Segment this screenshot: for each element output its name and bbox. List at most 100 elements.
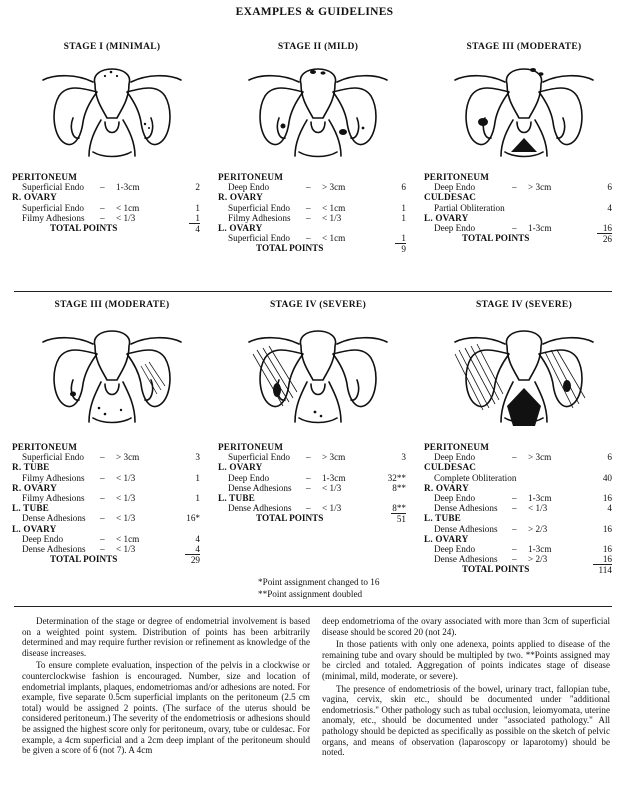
- row-label: Deep Endo: [22, 534, 63, 544]
- points-value: 1: [195, 473, 200, 483]
- footnote: *Point assignment changed to 16: [258, 576, 379, 588]
- score-table: PERITONEUM Superficial Endo – 1-3cm 2 R. OVAR…: [12, 172, 212, 233]
- criterion: 1-3cm: [528, 544, 551, 554]
- separator-dash: –: [512, 554, 517, 564]
- criterion: < 1cm: [322, 233, 345, 243]
- row-label: L. OVARY: [218, 462, 263, 472]
- criterion: > 3cm: [322, 452, 345, 462]
- separator-dash: –: [100, 213, 105, 223]
- separator-dash: –: [512, 503, 517, 513]
- points-value: 1: [401, 233, 406, 243]
- criterion: > 3cm: [528, 452, 551, 462]
- points-value: 4: [195, 544, 200, 554]
- row-label: Superficial Endo: [228, 203, 290, 213]
- points-value: 8**: [392, 503, 406, 513]
- section-heading: CULDESAC: [424, 192, 624, 202]
- section-heading: L. OVARY: [424, 534, 624, 544]
- row-label: Superficial Endo: [22, 203, 84, 213]
- points-value: 2: [195, 182, 200, 192]
- section-heading: L. OVARY: [218, 223, 418, 233]
- row-label: Deep Endo: [434, 223, 475, 233]
- points-value: 3: [401, 452, 406, 462]
- separator-dash: –: [512, 452, 517, 462]
- criterion: 1-3cm: [116, 182, 139, 192]
- row-label: Deep Endo: [434, 544, 475, 554]
- points-value: 4: [607, 203, 612, 213]
- pelvic-organs-illustration: [37, 56, 187, 166]
- row-label: PERITONEUM: [218, 442, 283, 452]
- criterion: < 1/3: [116, 513, 135, 523]
- separator-dash: –: [512, 493, 517, 503]
- separator-dash: –: [306, 203, 311, 213]
- separator-dash: –: [306, 213, 311, 223]
- row-label: Dense Adhesions: [228, 483, 292, 493]
- points-value: 4: [607, 503, 612, 513]
- row-label: Dense Adhesions: [434, 554, 498, 564]
- points-value: 1: [195, 203, 200, 213]
- criterion: > 2/3: [528, 554, 547, 564]
- criterion: > 3cm: [116, 452, 139, 462]
- separator-dash: –: [100, 544, 105, 554]
- footnotes: *Point assignment changed to 16 **Point …: [258, 576, 379, 600]
- paragraph: deep endometrioma of the ovary associate…: [322, 616, 610, 637]
- row-label: TOTAL POINTS: [462, 564, 529, 574]
- separator-dash: –: [306, 182, 311, 192]
- section-heading: PERITONEUM: [12, 172, 212, 182]
- separator-dash: –: [100, 473, 105, 483]
- points-value: 9: [395, 243, 406, 254]
- explanatory-text-left: Determination of the stage or degree of …: [22, 616, 310, 758]
- row-label: PERITONEUM: [218, 172, 283, 182]
- row-label: L. OVARY: [424, 213, 469, 223]
- points-value: 4: [195, 534, 200, 544]
- section-heading: L. TUBE: [424, 513, 624, 523]
- row-label: Dense Adhesions: [228, 503, 292, 513]
- separator-dash: –: [100, 534, 105, 544]
- section-heading: PERITONEUM: [424, 172, 624, 182]
- criterion: < 1/3: [116, 544, 135, 554]
- paragraph: To ensure complete evaluation, inspectio…: [22, 660, 310, 755]
- pelvic-organs-illustration: [449, 314, 599, 436]
- criterion: < 1/3: [528, 503, 547, 513]
- row-label: Filmy Adhesions: [228, 213, 291, 223]
- section-heading: R. OVARY: [424, 483, 624, 493]
- row-label: PERITONEUM: [12, 172, 77, 182]
- criterion: < 1/3: [116, 493, 135, 503]
- section-heading: PERITONEUM: [12, 442, 212, 452]
- stage-title: STAGE IV (SEVERE): [424, 300, 624, 310]
- points-value: 40: [603, 473, 612, 483]
- separator-dash: –: [512, 544, 517, 554]
- stage-title: STAGE IV (SEVERE): [218, 300, 418, 310]
- points-value: 51: [391, 513, 406, 524]
- row-label: R. OVARY: [12, 483, 57, 493]
- criterion: > 2/3: [528, 524, 547, 534]
- row-label: L. TUBE: [424, 513, 461, 523]
- explanatory-text-right: deep endometrioma of the ovary associate…: [322, 616, 610, 760]
- row-label: TOTAL POINTS: [50, 554, 117, 564]
- stage-title: STAGE III (MODERATE): [12, 300, 212, 310]
- row-label: R. OVARY: [12, 192, 57, 202]
- row-label: Dense Adhesions: [22, 513, 86, 523]
- points-value: 32**: [388, 473, 406, 483]
